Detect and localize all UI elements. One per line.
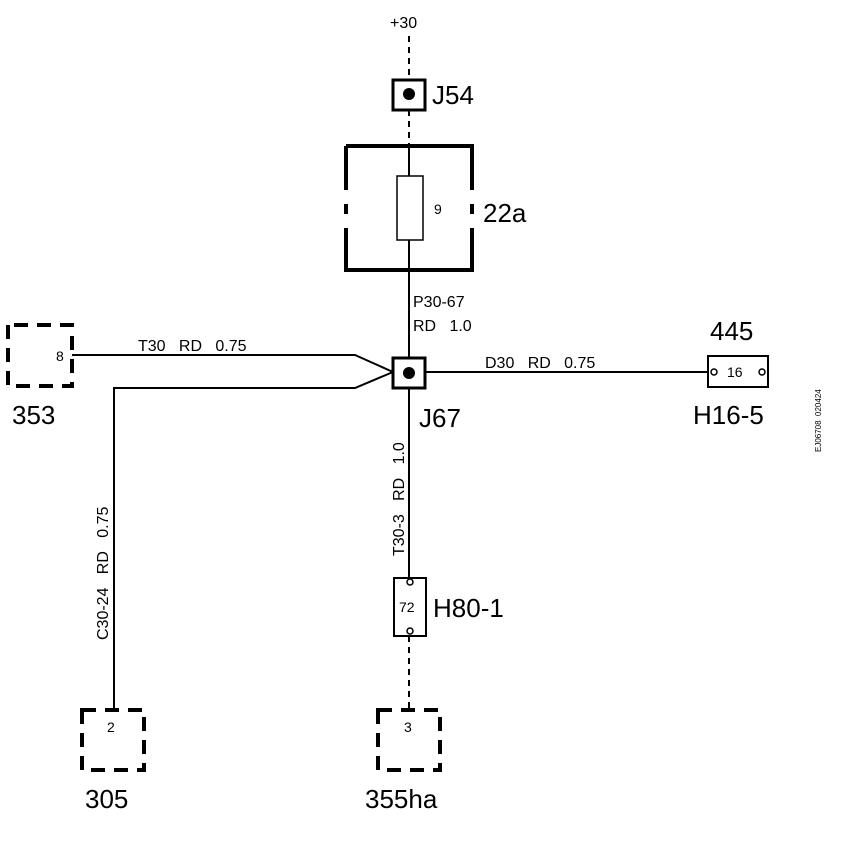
wire-t30-label: T30 RD 0.75 [138,338,247,355]
component-355ha [376,708,442,772]
fuse-label: 22a [483,198,527,228]
wire-t30 [72,354,394,373]
connector-h80-1-pin: 72 [399,599,415,615]
wire-d30-label: D30 RD 0.75 [485,355,595,372]
connector-h80-1-ref: H80-1 [433,593,504,623]
wire-p30-67-spec: RD 1.0 [413,318,472,335]
j67-splice [391,356,427,390]
component-305-label: 305 [85,784,128,814]
connector-h16-5 [707,355,769,388]
component-353 [6,323,74,388]
component-355ha-pin: 3 [404,719,412,735]
supply-label: +30 [390,15,417,32]
fuse-box-22a [344,144,474,272]
fuse-element [396,175,424,241]
component-305 [80,708,146,772]
j67-label: J67 [419,403,461,433]
connector-h16-5-ref: H16-5 [693,400,764,430]
component-353-pin: 8 [56,348,64,364]
j54-label: J54 [432,80,474,110]
wire-p30-67-name: P30-67 [413,294,465,311]
connector-445-label: 445 [710,316,753,346]
component-355ha-label: 355ha [365,784,438,814]
fuse-number: 9 [434,201,442,217]
component-305-pin: 2 [107,719,115,735]
connector-445-pin: 16 [727,364,743,380]
j54-splice [391,78,427,112]
component-353-label: 353 [12,400,55,430]
connector-h80-1 [393,577,427,637]
wire-c30-24-label: C30-24 RD 0.75 [95,507,112,641]
wire-c30-24 [113,371,394,710]
drawing-id: EJ06708 020424 [814,389,823,452]
wire-t30-3-label: T30-3 RD 1.0 [391,442,408,556]
